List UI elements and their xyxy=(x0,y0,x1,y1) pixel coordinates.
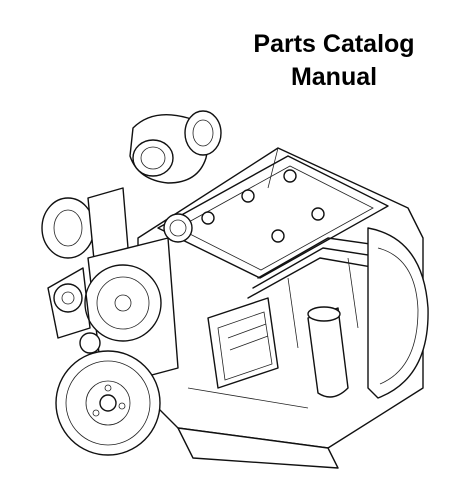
engine-line-drawing-icon xyxy=(28,88,448,478)
title-line-1: Parts Catalog xyxy=(253,30,415,58)
title-line-2: Manual xyxy=(290,63,378,91)
document-title: Parts Catalog Manual xyxy=(224,28,444,94)
